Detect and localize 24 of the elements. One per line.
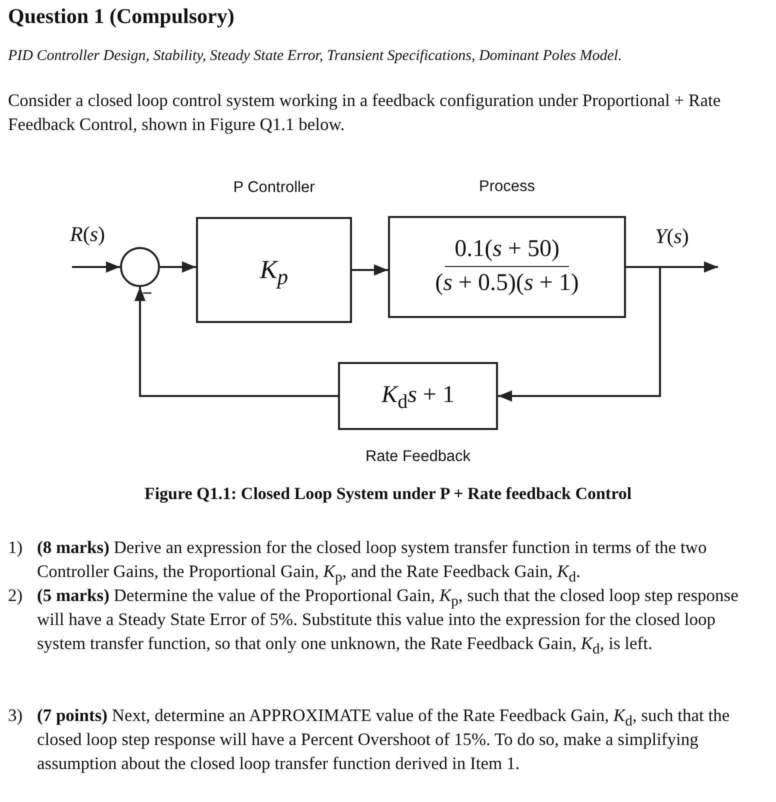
figure-caption: Figure Q1.1: Closed Loop System under P + Rate feedback Control — [143, 484, 633, 504]
block-title: Rate Feedback — [364, 448, 472, 466]
signal-label: Y(s) — [655, 224, 689, 249]
topic-line: PID Controller Design, Stability, Steady State Error, Transient Specifications, Dominant Poles Model. — [8, 48, 622, 65]
question-text: Consider a closed loop control system working in a feedback configuration under Proportional + Rate Feedback Control, shown in Figure Q1.1 below. — [8, 89, 722, 136]
signal-arrow — [160, 261, 196, 273]
item-number: 3) — [8, 704, 24, 727]
block-title: Process — [478, 178, 536, 196]
signal-arrow — [134, 287, 338, 397]
numerator: 0.1(s + 50) — [444, 236, 570, 267]
question-text: (8 marks) Derive an expression for the closed loop system transfer function in terms of the two Controller Gains, the Proportional Gain, K$_{p}$, and the Rate Feedback Gain, K$_{d}$. — [37, 536, 708, 583]
transfer-function: K$_{d}$s + 1 — [382, 382, 454, 410]
signal-label: R(s) — [70, 222, 106, 247]
item-number: 2) — [8, 584, 24, 607]
block-title: P Controller — [232, 179, 316, 197]
question-text: (5 marks) Determine the value of the Proportional Gain, K$_{p}$, such that the closed loop step response will have a Steady State Error of 5%. Substitute this value into the expression for the closed loop system transfer function, so that only one unknown, the Rate Feedback Gain, K$_{d}$, is left. — [37, 585, 740, 655]
item-number: 1) — [8, 536, 24, 559]
signal-arrow — [72, 261, 120, 273]
signal-arrow — [498, 266, 661, 402]
question-text: (7 points) Next, determine an APPROXIMATE value of the Rate Feedback Gain, K$_{d}$, such that the closed loop step response will have a Percent Overshoot of 15%. To do so, make a simplifying assumption about the closed loop transfer function derived in Item 1. — [37, 704, 731, 775]
denominator: (s + 0.5)(s + 1) — [435, 270, 579, 298]
signal-arrow — [352, 264, 388, 276]
minus-sign: − — [142, 283, 152, 304]
question-title: Question 1 (Compulsory) — [8, 4, 234, 29]
